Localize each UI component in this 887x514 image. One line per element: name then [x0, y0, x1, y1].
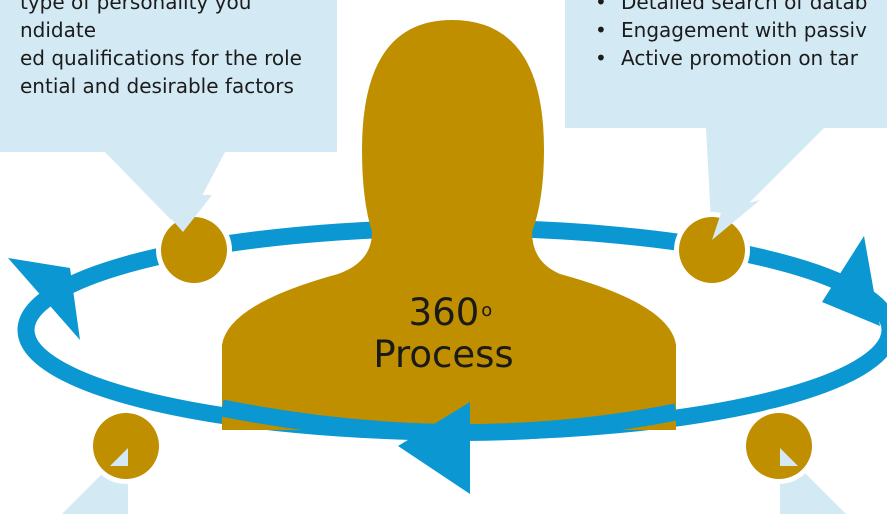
node-top-right [674, 212, 750, 288]
top-right-callout [565, 0, 887, 240]
node-bottom-left [88, 408, 164, 484]
right-item-3: •Active promotion on tar [595, 46, 858, 70]
center-number: 360 [408, 291, 480, 334]
left-callout-text: type of personality you ndidate ed quali… [0, 0, 302, 100]
arrow-left-icon [8, 258, 80, 340]
node-bottom-right [741, 408, 817, 484]
node-top-left [156, 212, 232, 288]
bottom-left-pointer [110, 448, 128, 466]
right-item-2: •Engagement with passiv [595, 18, 867, 42]
top-left-pointer [150, 195, 212, 232]
left-line-1: type of personality you [20, 0, 252, 14]
arrow-right-icon [822, 236, 880, 326]
degree-symbol: o [481, 300, 493, 321]
top-left-callout [0, 0, 337, 232]
arrow-bottom-icon [398, 402, 470, 494]
person-silhouette [222, 20, 676, 430]
bottom-right-pointer [780, 448, 798, 466]
left-line-3: ed qualifications for the role [20, 46, 302, 70]
left-line-4: ential and desirable factors [20, 74, 294, 98]
right-item-1: •Detailed search of datab [595, 0, 868, 14]
top-right-pointer [712, 200, 760, 240]
left-line-2: ndidate [20, 18, 97, 42]
center-word: Process [373, 333, 514, 376]
right-callout-text: •Detailed search of datab •Engagement wi… [595, 0, 867, 72]
